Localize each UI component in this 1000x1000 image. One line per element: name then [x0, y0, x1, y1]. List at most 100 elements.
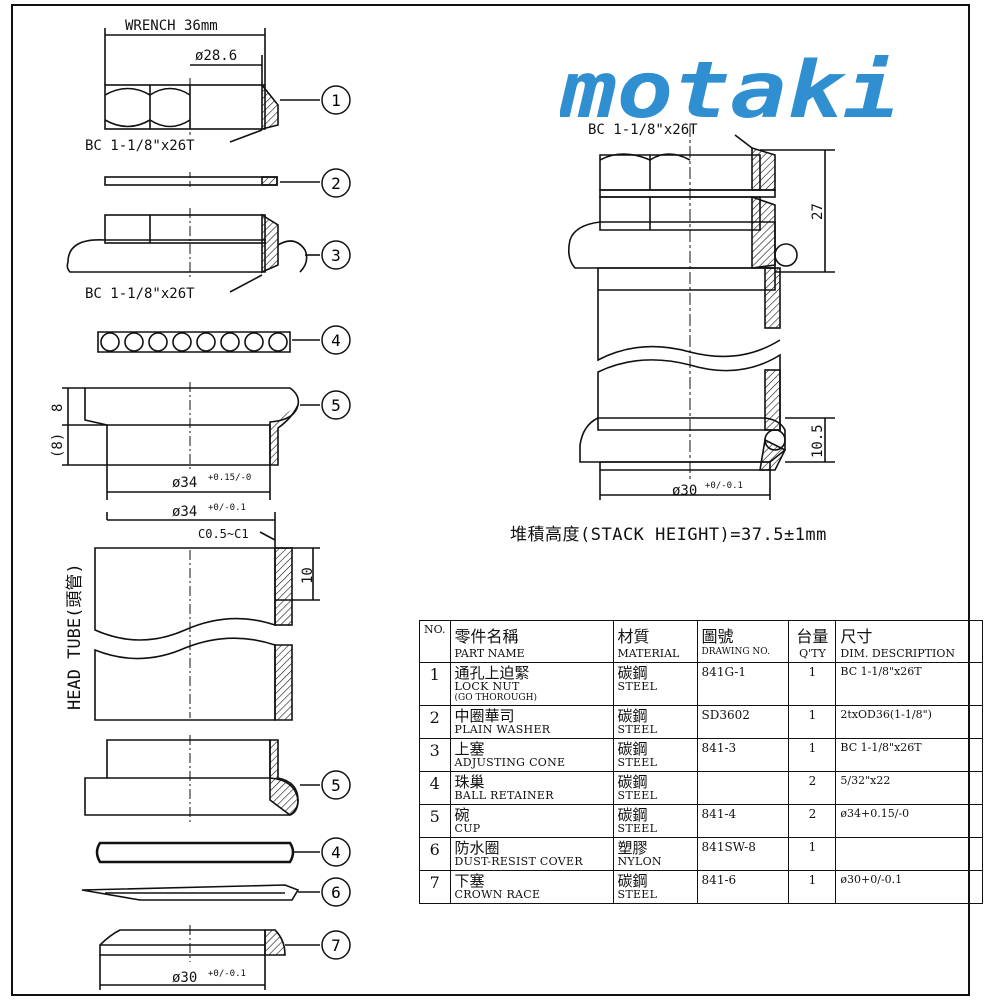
callout-4b: 4	[321, 837, 351, 867]
cell-qty: 2	[788, 771, 837, 805]
svg-text:6: 6	[331, 883, 341, 902]
cell-drawing-no: 841-3	[696, 738, 790, 772]
svg-text:4: 4	[331, 331, 341, 350]
cell-description: ø34+0.15/-0	[835, 804, 983, 838]
cell-no: 6	[419, 837, 451, 871]
assembly-dia-30: ø30	[672, 483, 697, 499]
cell-description: 5/32"x22	[835, 771, 983, 805]
ball	[268, 332, 288, 352]
cell-drawing-no: 841-4	[696, 804, 790, 838]
svg-text:5: 5	[331, 396, 341, 415]
svg-text:4: 4	[331, 843, 341, 862]
dim-8-paren: (8)	[50, 433, 66, 458]
dim-dia-28-6: ø28.6	[195, 48, 237, 64]
assembly-dim-27: 27	[810, 203, 826, 220]
svg-text:2: 2	[331, 174, 341, 193]
assembly-bc: BC 1-1/8"x26T	[588, 122, 698, 138]
svg-text:1: 1	[331, 91, 341, 110]
svg-text:3: 3	[331, 246, 341, 265]
dim-dia-34-tube: ø34	[172, 504, 197, 520]
header-no: NO.	[419, 620, 451, 663]
callout-4: 4	[321, 325, 351, 355]
part-4-ball-retainer-bottom	[95, 841, 295, 864]
part-1-lock-nut	[104, 78, 279, 135]
part-5-cup-top	[62, 382, 300, 500]
dim-wrench: WRENCH 36mm	[125, 18, 218, 34]
headset-assembly	[568, 125, 835, 500]
dim-8: 8	[50, 404, 66, 412]
cell-drawing-no: 841G-1	[696, 662, 790, 706]
callout-circles: 1 2 3 4 5 5 4 6 7	[321, 85, 351, 960]
cell-description: ø30+0/-0.1	[835, 870, 983, 904]
cell-no: 5	[419, 804, 451, 838]
head-tube	[94, 512, 320, 721]
ball	[100, 332, 120, 352]
part-4-ball-retainer-top	[97, 331, 291, 353]
drawing-border	[11, 4, 970, 996]
part-2-washer	[104, 172, 278, 190]
dim-dia-30-bottom: ø30	[172, 970, 197, 986]
ball	[124, 332, 144, 352]
part-7-crown-race	[99, 925, 286, 990]
part-5-cup-bottom	[84, 735, 299, 822]
dim-dia-34-cup: ø34	[172, 475, 197, 491]
cell-description: BC 1-1/8"x26T	[835, 662, 983, 706]
cell-qty: 1	[788, 837, 837, 871]
ball	[172, 332, 192, 352]
dim-dia-30-bottom-tol: +0/-0.1	[208, 969, 246, 979]
svg-text:motaki: motaki	[560, 55, 900, 135]
dim-chamfer: C0.5~C1	[198, 527, 249, 541]
cell-description: 2txOD36(1-1/8")	[835, 705, 983, 739]
cell-no: 3	[419, 738, 451, 772]
cell-qty: 2	[788, 804, 837, 838]
cell-drawing-no: SD3602	[696, 705, 790, 739]
assembly-dia-30-tol: +0/-0.1	[705, 481, 743, 491]
callout-5: 5	[321, 390, 351, 420]
stack-height: 堆積高度(STACK HEIGHT)=37.5±1mm	[510, 525, 827, 545]
ball	[148, 332, 168, 352]
dim-dia-34-cup-tol: +0.15/-0	[208, 473, 251, 483]
ball	[244, 332, 264, 352]
callout-1: 1	[321, 85, 351, 115]
cell-qty: 1	[788, 662, 837, 706]
cell-qty: 1	[788, 870, 837, 904]
cell-drawing-no: 841-6	[696, 870, 790, 904]
cell-description: BC 1-1/8"x26T	[835, 738, 983, 772]
cell-no: 1	[419, 662, 451, 706]
callout-5b: 5	[321, 770, 351, 800]
assembly-dim-10-5: 10.5	[810, 424, 826, 458]
callout-7: 7	[321, 930, 351, 960]
head-tube-label: HEAD TUBE(頭管)	[65, 563, 85, 710]
dim-dia-34-tube-tol: +0/-0.1	[208, 503, 246, 513]
dim-10: 10	[300, 567, 316, 584]
callout-6: 6	[321, 877, 351, 907]
dim-bc-cone: BC 1-1/8"x26T	[85, 286, 195, 302]
